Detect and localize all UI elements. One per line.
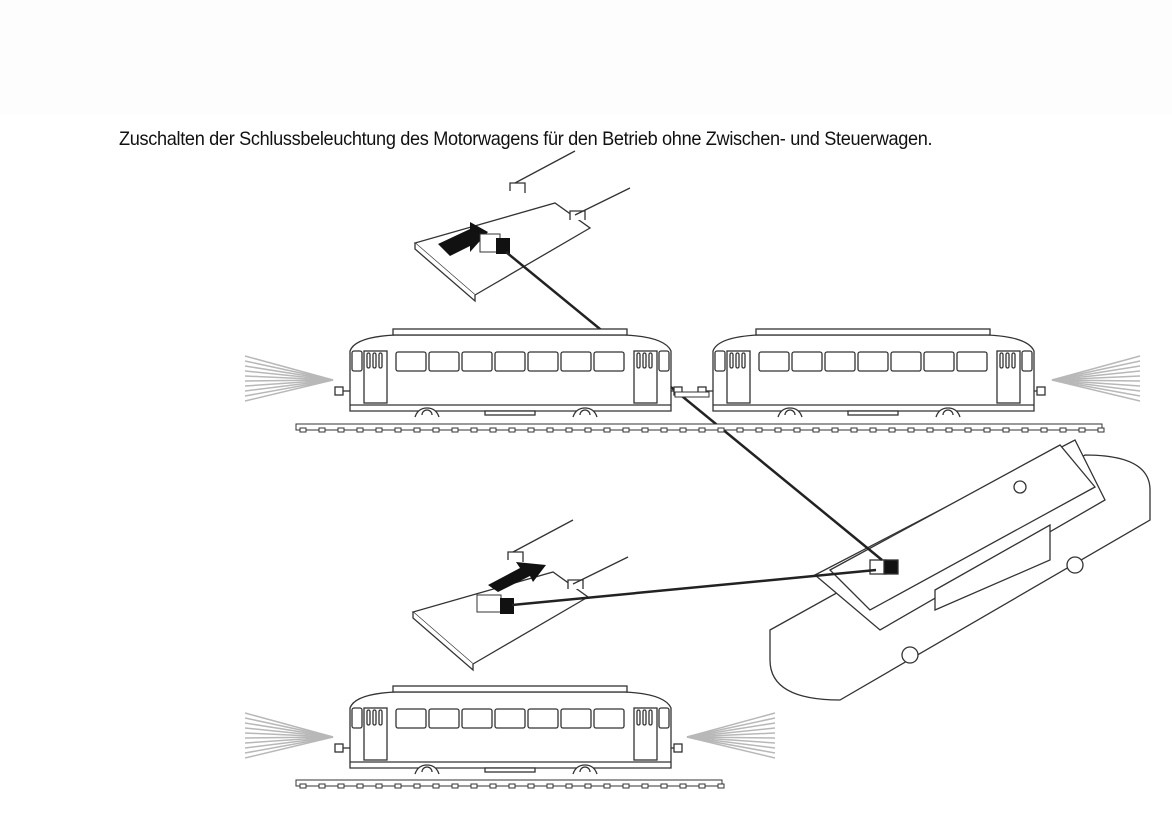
rail-sleeper xyxy=(622,783,630,789)
pointer-line-top xyxy=(505,251,883,561)
trailer-car xyxy=(697,328,1046,418)
rail-sleeper xyxy=(755,427,763,433)
rail-sleeper xyxy=(394,783,402,789)
motor-car xyxy=(334,328,683,418)
rail-sleeper xyxy=(983,427,991,433)
rail-sleeper xyxy=(945,427,953,433)
rail-sleeper xyxy=(641,783,649,789)
rail-sleeper xyxy=(1078,427,1086,433)
rail-sleeper xyxy=(432,427,440,433)
rail-sleeper xyxy=(489,427,497,433)
rail-sleeper xyxy=(698,783,706,789)
rail-sleeper xyxy=(375,783,383,789)
rail-sleeper xyxy=(641,427,649,433)
switch-detail-bottom xyxy=(412,519,629,671)
rail-sleeper xyxy=(1097,427,1105,433)
rail-sleeper xyxy=(432,783,440,789)
rail-sleeper xyxy=(413,427,421,433)
rail-sleeper xyxy=(603,427,611,433)
rail-sleeper xyxy=(584,783,592,789)
rail-sleeper xyxy=(318,427,326,433)
train-with-trailer xyxy=(244,328,1141,431)
rail-sleeper xyxy=(299,783,307,789)
rail-sleeper xyxy=(964,427,972,433)
rail-sleeper xyxy=(508,427,516,433)
rail-sleeper xyxy=(717,427,725,433)
rail-sleeper xyxy=(1002,427,1010,433)
rail-sleeper xyxy=(565,427,573,433)
header-band xyxy=(0,0,1172,115)
rail-sleeper xyxy=(584,427,592,433)
rail-sleeper xyxy=(660,427,668,433)
switch-detail-top xyxy=(414,150,631,302)
rail-sleeper xyxy=(660,783,668,789)
taillight-beam-right xyxy=(1051,355,1141,402)
rail-sleeper xyxy=(546,427,554,433)
motor-car xyxy=(334,685,683,775)
rail-sleeper xyxy=(451,427,459,433)
headlight-beam-left xyxy=(244,355,334,402)
motor-car-solo xyxy=(244,685,776,787)
rail-sleeper xyxy=(736,427,744,433)
rail-sleeper xyxy=(1059,427,1067,433)
rail-sleeper xyxy=(470,427,478,433)
rail-sleeper xyxy=(774,427,782,433)
rail-sleeper xyxy=(888,427,896,433)
rail-sleeper xyxy=(793,427,801,433)
rail-sleeper xyxy=(356,783,364,789)
pointer-line-bottom xyxy=(511,568,877,607)
rail-sleeper xyxy=(1021,427,1029,433)
rail-sleeper xyxy=(489,783,497,789)
rail-sleeper xyxy=(831,427,839,433)
rail-sleeper xyxy=(356,427,364,433)
arrow-left-icon xyxy=(438,222,488,256)
rail-sleeper xyxy=(907,427,915,433)
rail-sleeper xyxy=(375,427,383,433)
motor-chassis xyxy=(769,439,1151,701)
switch-icon xyxy=(496,238,510,254)
rail-sleeper xyxy=(850,427,858,433)
headlight-beam-left xyxy=(244,712,334,759)
rail-sleeper xyxy=(337,427,345,433)
rail-sleeper xyxy=(318,783,326,789)
rail-sleeper xyxy=(546,783,554,789)
taillight-beam-right xyxy=(686,712,776,759)
rail-sleeper xyxy=(527,783,535,789)
rail-sleeper xyxy=(508,783,516,789)
rail-sleeper xyxy=(565,783,573,789)
rail-sleeper xyxy=(413,783,421,789)
rail-sleeper xyxy=(394,427,402,433)
rail-sleeper xyxy=(299,427,307,433)
rail-sleeper xyxy=(1040,427,1048,433)
rail-sleeper xyxy=(717,783,725,789)
figure-caption: Zuschalten der Schlussbeleuchtung des Mo… xyxy=(119,128,933,150)
rail-sleeper xyxy=(470,783,478,789)
rail-sleeper xyxy=(869,427,877,433)
rail-sleeper xyxy=(679,427,687,433)
rail-sleeper xyxy=(698,427,706,433)
rail-sleeper xyxy=(812,427,820,433)
rail-sleeper xyxy=(622,427,630,433)
rail-sleeper xyxy=(679,783,687,789)
rail-sleeper xyxy=(603,783,611,789)
rail-sleeper xyxy=(337,783,345,789)
arrow-up-icon xyxy=(488,562,546,592)
switch-icon xyxy=(500,598,514,614)
rail-sleeper xyxy=(527,427,535,433)
rail-sleeper xyxy=(451,783,459,789)
rail-sleeper xyxy=(926,427,934,433)
